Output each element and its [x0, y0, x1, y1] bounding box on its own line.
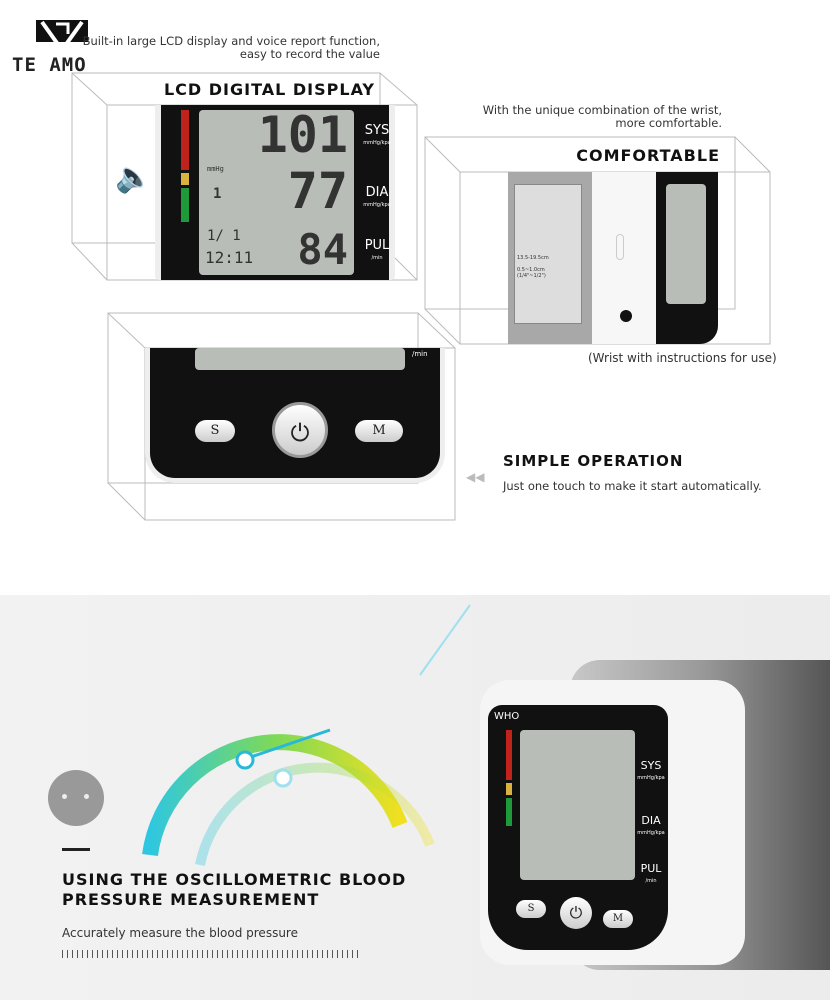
- pul-label: PUL/min: [640, 862, 662, 885]
- pul-label: PUL/min: [364, 238, 390, 261]
- comfort-heading: COMFORTABLE: [576, 146, 720, 165]
- lcd-screen: 101 77 84 mmHg 1 1/ 1 12:11: [199, 106, 354, 275]
- s-button[interactable]: S: [516, 900, 546, 918]
- pul-unit: /min: [412, 350, 428, 358]
- speaker-icon: 🔈: [115, 160, 153, 195]
- gauge-graphic: [142, 604, 471, 866]
- double-arrow-icon: ◀◀: [466, 470, 485, 484]
- gauge-needle: [247, 728, 331, 760]
- measurement-text: Accurately measure the blood pressure: [62, 926, 298, 940]
- m-button[interactable]: M: [603, 910, 633, 928]
- device-front-small: [656, 172, 718, 344]
- divider: [62, 848, 90, 851]
- power-button[interactable]: ⏻: [272, 402, 328, 458]
- lcd-caption: Built-in large LCD display and voice rep…: [82, 34, 380, 61]
- unit-text: mmHg: [207, 165, 224, 173]
- gauge-arc: [142, 734, 408, 857]
- lcd-heading: LCD DIGITAL DISPLAY: [163, 80, 375, 99]
- memory-number: 1: [213, 186, 222, 202]
- cuff-text: 0.5~1.0cm: [517, 267, 545, 273]
- power-button[interactable]: ⏻: [560, 897, 592, 929]
- time-text: 12:11: [205, 248, 254, 267]
- gauge-arc-faint: [195, 762, 435, 866]
- android-icon: [48, 770, 104, 826]
- operation-device: /min S ⏻ M: [145, 348, 445, 483]
- cuff-text: 13.5-19.5cm: [517, 255, 549, 261]
- brand-label: WHO: [494, 711, 520, 722]
- cuff-text: (1/4"~1/2"): [517, 273, 546, 279]
- dia-reading: 77: [287, 162, 348, 220]
- lcd-screen-blank: [520, 730, 635, 880]
- logo-mark-icon: [36, 20, 88, 54]
- ruler-decoration: [62, 950, 360, 958]
- sys-reading: 101: [257, 106, 348, 164]
- m-button[interactable]: M: [355, 420, 403, 442]
- operation-heading: SIMPLE OPERATION: [503, 452, 684, 470]
- operation-text: Just one touch to make it start automati…: [503, 479, 762, 493]
- device-side: [592, 172, 656, 344]
- comfort-footnote: (Wrist with instructions for use): [588, 351, 777, 365]
- date-text: 1/ 1: [207, 228, 241, 244]
- logo-text: TE AMO: [12, 54, 87, 76]
- cuff-image: 13.5-19.5cm 0.5~1.0cm (1/4"~1/2"): [508, 172, 592, 344]
- brand-logo: TE AMO: [12, 18, 112, 76]
- s-button[interactable]: S: [195, 420, 235, 442]
- pul-reading: 84: [297, 225, 348, 274]
- comfort-caption: With the unique combination of the wrist…: [482, 103, 722, 130]
